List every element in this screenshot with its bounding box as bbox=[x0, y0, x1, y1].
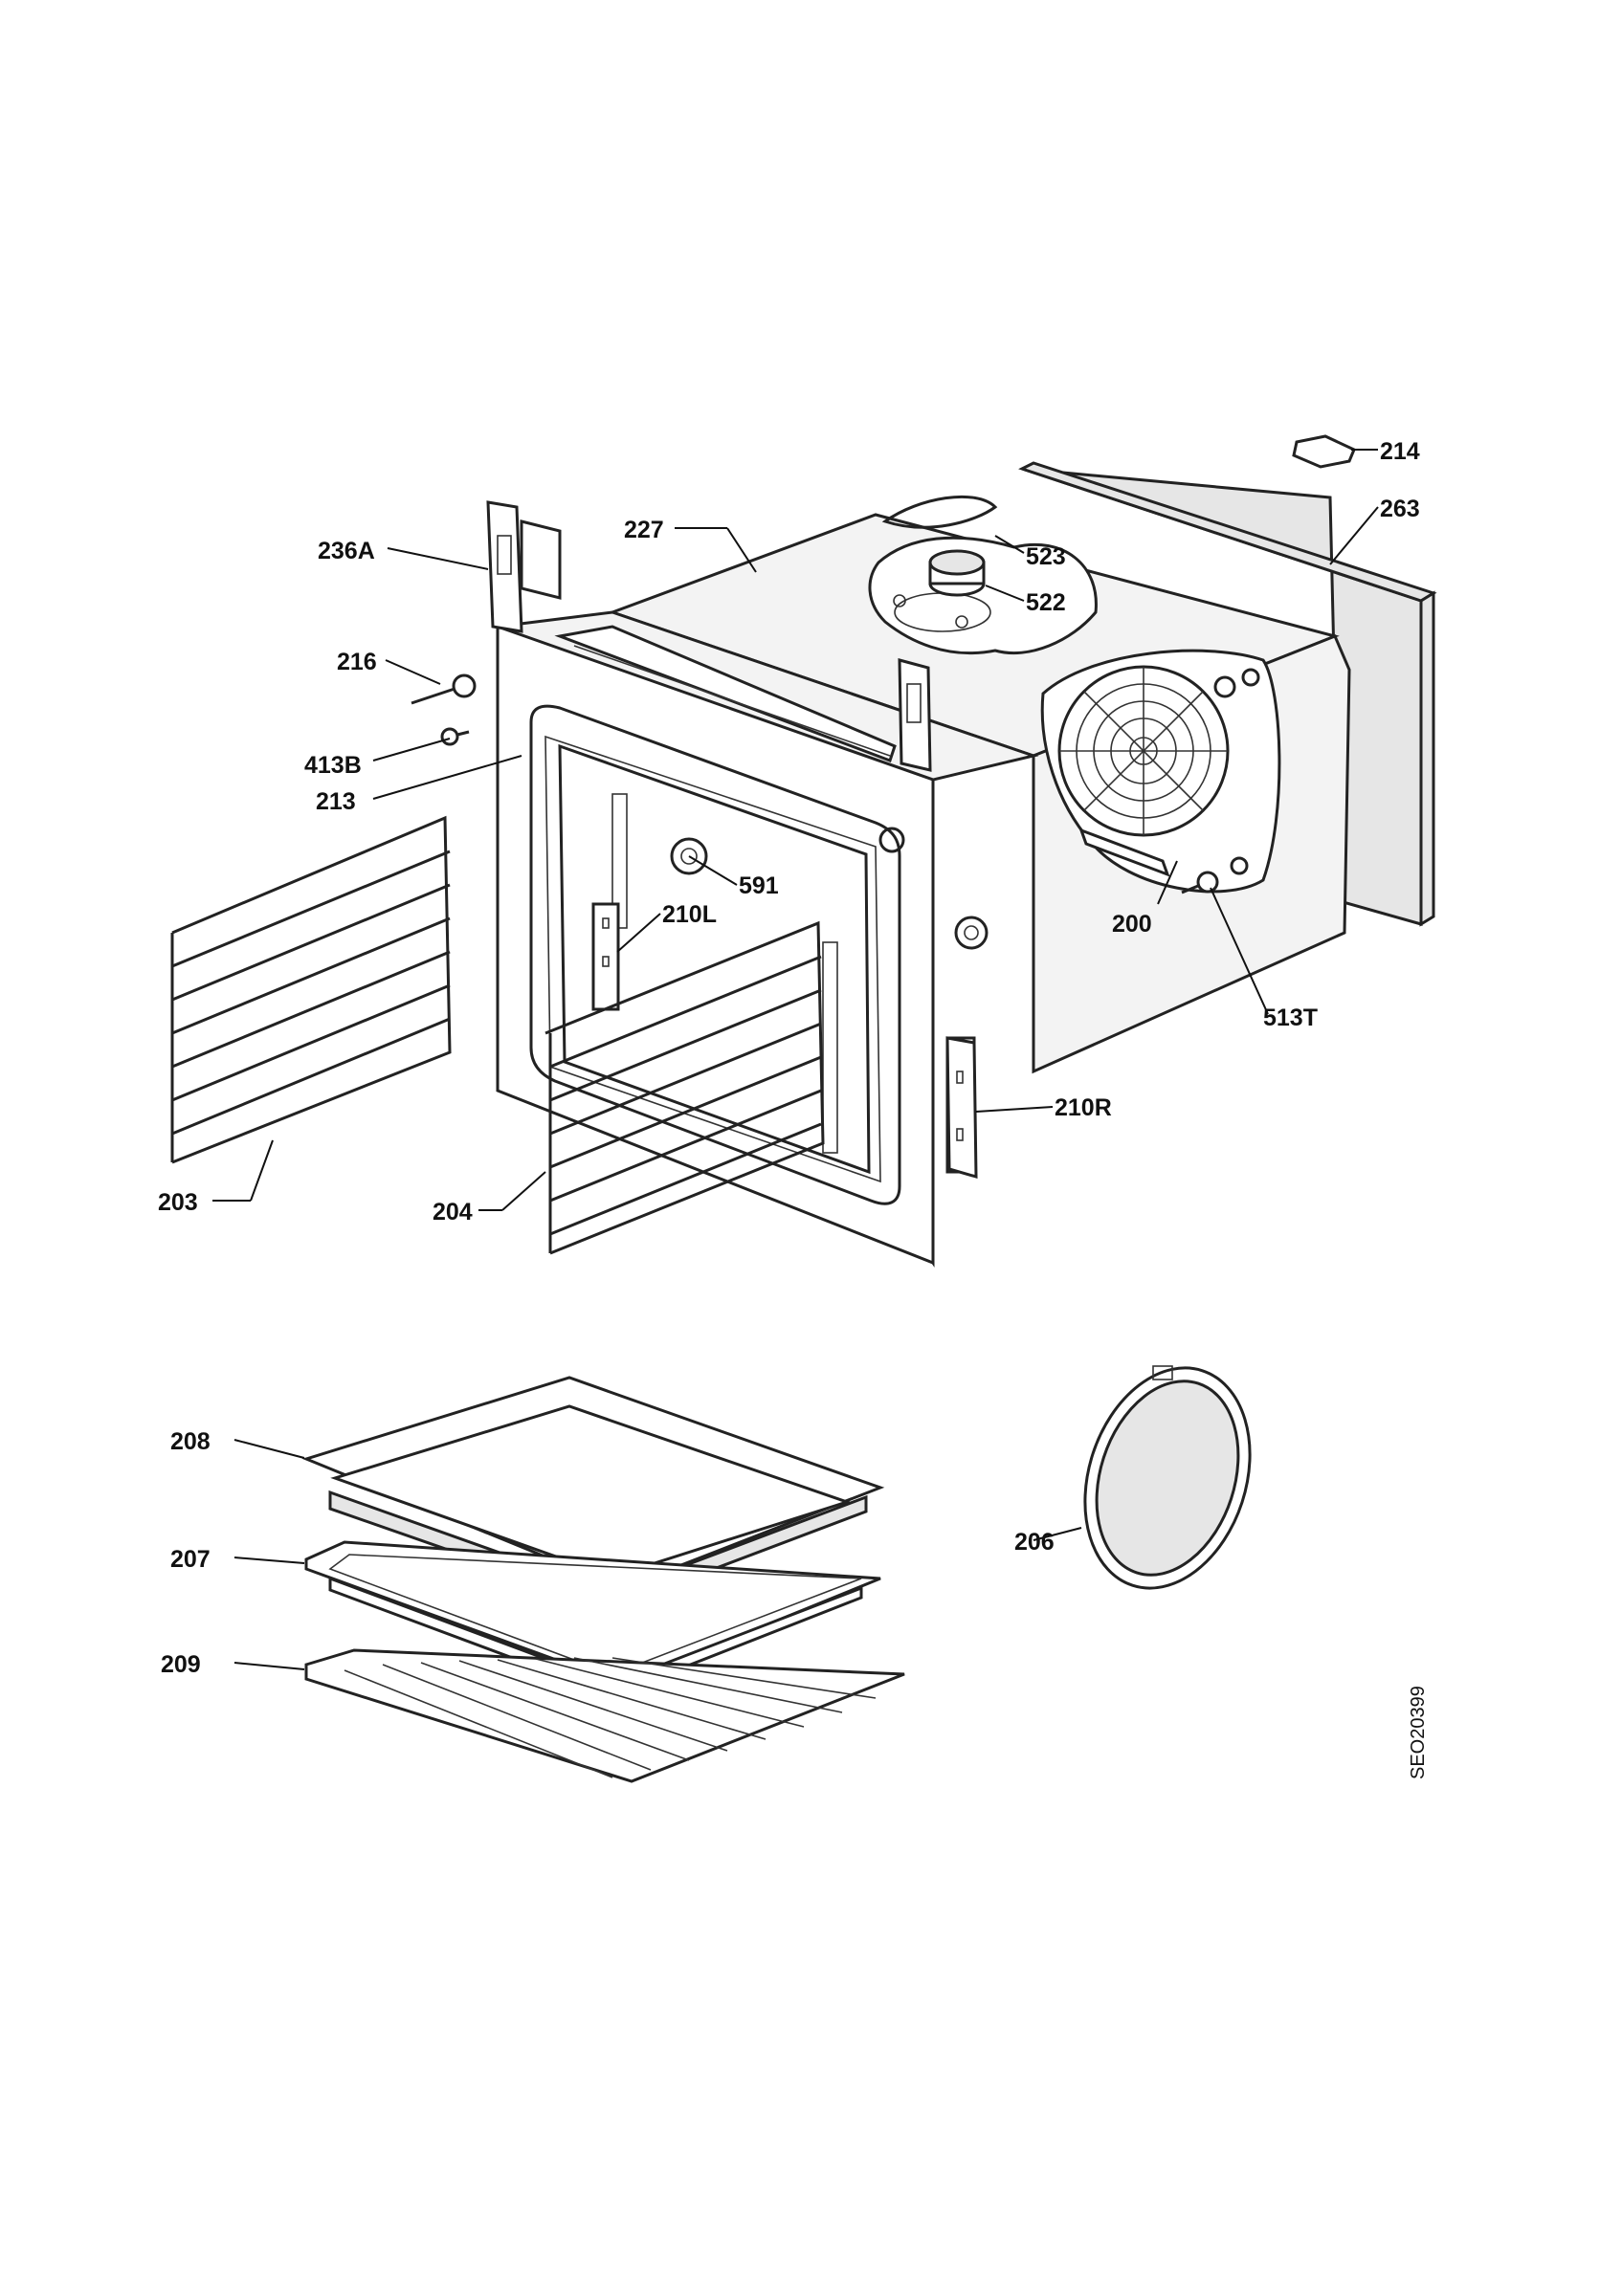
label-263: 263 bbox=[1380, 496, 1420, 522]
screw-413B bbox=[440, 727, 470, 746]
label-210L: 210L bbox=[662, 901, 717, 928]
part-214 bbox=[1292, 434, 1356, 469]
side-rail-right bbox=[945, 1036, 978, 1179]
label-200: 200 bbox=[1112, 911, 1152, 938]
label-207: 207 bbox=[170, 1546, 211, 1573]
label-236A: 236A bbox=[318, 538, 375, 564]
label-213: 213 bbox=[316, 788, 356, 815]
label-513T: 513T bbox=[1263, 1004, 1318, 1031]
label-522: 522 bbox=[1026, 589, 1066, 616]
filter-206 bbox=[1083, 1365, 1252, 1590]
leader-lines bbox=[212, 449, 1379, 1670]
side-rail-left bbox=[591, 902, 620, 1011]
label-216: 216 bbox=[337, 649, 377, 675]
part-labels: 214 263 227 523 236A 522 216 413B 213 59… bbox=[158, 438, 1420, 1678]
oven-cavity bbox=[608, 513, 1351, 1174]
label-227: 227 bbox=[624, 517, 664, 543]
shelf-support-right bbox=[544, 920, 825, 1255]
part-523-clip bbox=[881, 495, 998, 529]
label-591: 591 bbox=[739, 872, 779, 899]
label-413B: 413B bbox=[304, 752, 362, 779]
label-206: 206 bbox=[1014, 1529, 1055, 1556]
label-210R: 210R bbox=[1055, 1094, 1112, 1121]
front-frame bbox=[495, 610, 1039, 1268]
part-522-cap bbox=[928, 549, 986, 597]
label-523: 523 bbox=[1026, 543, 1066, 570]
label-204: 204 bbox=[433, 1199, 473, 1225]
part-513T-screw bbox=[1181, 871, 1219, 894]
hinge-left bbox=[486, 500, 562, 633]
drawing-code: SEO20399 bbox=[1408, 1686, 1429, 1779]
label-209: 209 bbox=[161, 1651, 201, 1678]
screw-216 bbox=[411, 673, 477, 705]
label-214: 214 bbox=[1380, 438, 1420, 465]
grid-209 bbox=[304, 1648, 905, 1783]
label-208: 208 bbox=[170, 1428, 211, 1455]
shelf-support-left bbox=[170, 815, 452, 1164]
hinge-right bbox=[898, 658, 932, 772]
label-203: 203 bbox=[158, 1189, 198, 1216]
part-200 bbox=[1078, 828, 1170, 877]
